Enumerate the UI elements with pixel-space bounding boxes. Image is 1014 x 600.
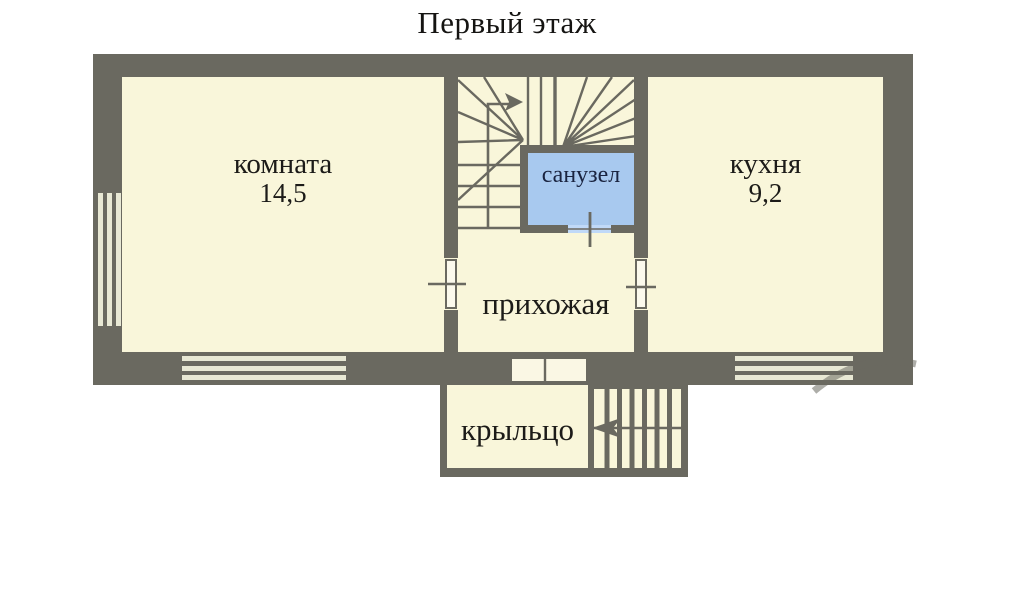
window-pane (182, 375, 346, 380)
room-name: комната (233, 148, 333, 180)
door-kitchen-hallway-icon (635, 259, 647, 309)
kitchen-area: 9,2 (748, 177, 783, 208)
room-label-group: комната 14,5 (122, 148, 444, 208)
window-pane (735, 365, 853, 371)
kitchen-label-group: кухня 9,2 (648, 148, 883, 208)
porch-stairs-floor (594, 389, 681, 468)
porch-floor (447, 385, 588, 468)
window-pane (182, 356, 346, 361)
porch-label: крыльцо (460, 412, 575, 447)
window-pane (107, 193, 112, 326)
room-floor (122, 77, 444, 352)
kitchen-name: кухня (729, 148, 802, 180)
window-pane (182, 365, 346, 371)
bathroom-label: санузел (541, 162, 621, 188)
window-left-icon (98, 193, 121, 326)
hallway-label: прихожая (482, 286, 610, 321)
kitchen-floor (648, 77, 883, 352)
window-pane (116, 193, 121, 326)
front-door-icon (509, 356, 589, 384)
door-room-hallway-icon (445, 259, 457, 309)
window-pane (98, 193, 103, 326)
bathroom-door-icon (566, 225, 613, 233)
window-bottom-room-icon (182, 356, 346, 380)
bathroom-floor: санузел (528, 153, 634, 225)
window-pane (735, 356, 853, 361)
page-title: Первый этаж (417, 5, 597, 40)
window-pane (735, 375, 853, 380)
room-area: 14,5 (259, 177, 307, 208)
window-bottom-kitchen-icon (735, 356, 853, 380)
